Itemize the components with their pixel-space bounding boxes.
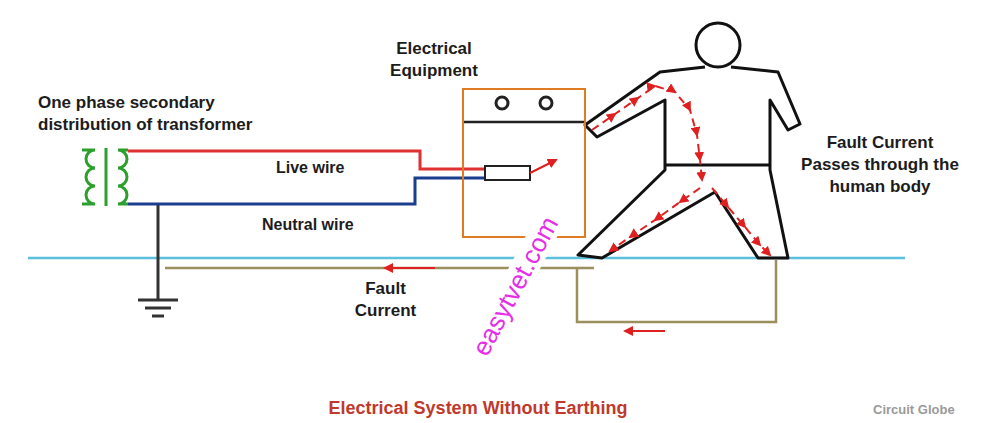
annotation-text: Fault Current Passes through the human b…	[795, 132, 965, 198]
wire-label: Neutral wire	[262, 214, 354, 236]
credit-text: Circuit Globe	[873, 399, 955, 421]
equipment-heading: Electrical Equipment	[364, 38, 504, 82]
transformer-label: One phase secondary distribution of tran…	[38, 92, 303, 136]
neutral-wire	[128, 178, 485, 204]
equipment-details	[464, 97, 584, 180]
human-figure	[578, 23, 800, 258]
transformer-symbol	[82, 148, 128, 206]
earth-return-path	[165, 260, 776, 322]
current-label: Fault Current	[348, 278, 423, 322]
watermark: easytvet.com	[465, 209, 564, 363]
diagram-caption: Electrical System Without Earthing	[238, 398, 718, 419]
wire-label: Live wire	[276, 157, 344, 179]
fault-current-arrows	[385, 86, 770, 331]
earth-symbol	[138, 205, 178, 316]
equipment-box: Electrical Equipment	[462, 88, 586, 238]
